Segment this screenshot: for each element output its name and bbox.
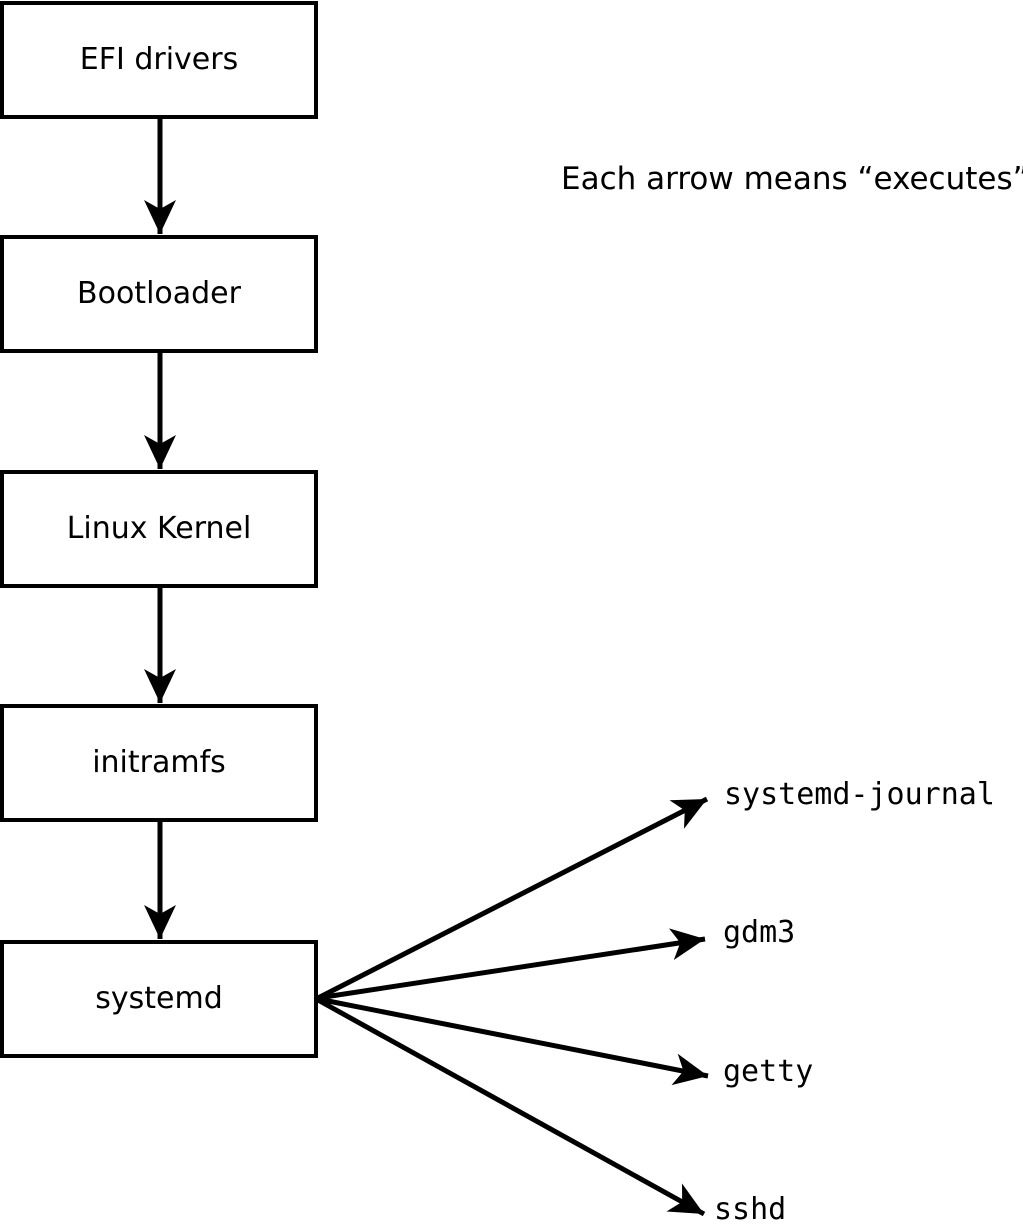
- node-bootloader-label: Bootloader: [77, 276, 241, 311]
- target-systemd-journal-label: systemd-journal: [724, 777, 995, 812]
- node-linux-kernel-label: Linux Kernel: [66, 511, 252, 546]
- arrow-systemd-to-journal: [316, 796, 709, 1001]
- node-systemd-label: systemd: [95, 981, 223, 1016]
- node-initramfs-label: initramfs: [92, 745, 226, 780]
- node-initramfs: initramfs: [0, 704, 318, 822]
- node-systemd: systemd: [0, 940, 318, 1058]
- arrow-systemd-to-sshd: [316, 997, 706, 1217]
- arrow-systemd-to-gdm3: [317, 928, 706, 1001]
- target-sshd-label: sshd: [714, 1192, 787, 1227]
- node-linux-kernel: Linux Kernel: [0, 470, 318, 588]
- target-getty-label: getty: [723, 1054, 814, 1089]
- arrow-legend-note: Each arrow means “executes”.: [561, 161, 1023, 197]
- node-efi-drivers: EFI drivers: [0, 1, 318, 119]
- node-efi-drivers-label: EFI drivers: [79, 42, 239, 77]
- arrow-systemd-to-getty: [317, 996, 709, 1086]
- target-gdm3-label: gdm3: [723, 915, 796, 950]
- node-bootloader: Bootloader: [0, 235, 318, 353]
